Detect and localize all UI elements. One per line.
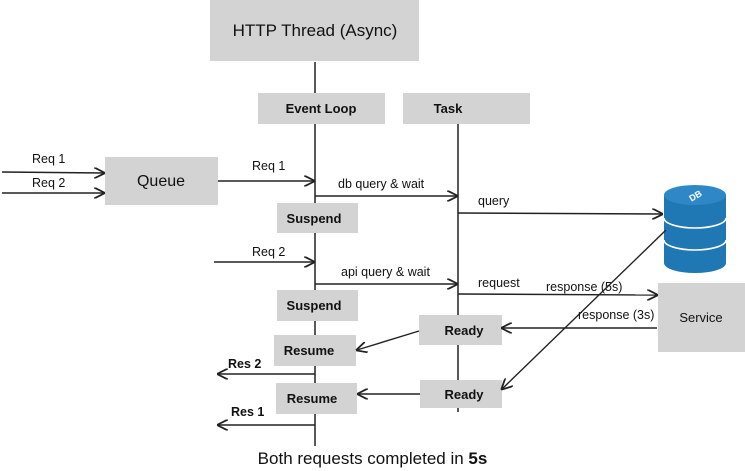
response-3s-arrow: [502, 229, 667, 389]
footer-caption: Both requests completed in 5s: [0, 449, 745, 469]
service-box: [658, 283, 745, 352]
ready-label-2: Ready: [444, 387, 484, 402]
footer-highlight: 5s: [468, 449, 488, 468]
resume-box-1: [274, 335, 356, 366]
suspend-label-2: Suspend: [287, 298, 342, 313]
resume-box-2: [276, 383, 357, 414]
http-thread-label: HTTP Thread (Async): [233, 21, 398, 40]
request-label: request: [478, 276, 520, 290]
suspend-label-1: Suspend: [287, 211, 342, 226]
queue-box: [105, 157, 218, 205]
db-query-label: db query & wait: [338, 177, 425, 191]
req1-out-label: Req 1: [252, 159, 285, 173]
suspend-box-2: [277, 290, 358, 321]
task-label: Task: [434, 101, 463, 116]
ready-label-1: Ready: [444, 323, 484, 338]
req2-in-label: Req 2: [32, 176, 65, 190]
resume-label-1: Resume: [284, 343, 335, 358]
req1-in-arrow: [1, 172, 104, 173]
queue-label: Queue: [137, 173, 185, 190]
db-cylinder-icon: DB: [663, 185, 727, 273]
suspend-box-1: [277, 203, 358, 233]
response-5s-label: response (5s): [546, 280, 622, 294]
res2-label: Res 2: [228, 357, 261, 371]
service-label: Service: [679, 310, 722, 325]
ready1-to-resume-arrow: [357, 330, 420, 350]
event-loop-box: [258, 93, 385, 124]
event-loop-label: Event Loop: [286, 101, 357, 116]
req2-out-label: Req 2: [252, 245, 285, 259]
query-arrow: [457, 213, 662, 214]
task-box: [403, 93, 530, 124]
req1-in-label: Req 1: [32, 152, 65, 166]
res1-label: Res 1: [231, 405, 264, 419]
response-3s-label: response (3s): [578, 308, 654, 322]
footer-text: Both requests completed in: [257, 449, 469, 468]
ready-box-1: [419, 315, 502, 345]
query-label: query: [478, 194, 510, 208]
http-thread-box: [210, 0, 419, 61]
request-arrow: [457, 294, 657, 295]
api-query-label: api query & wait: [341, 265, 430, 279]
resume-label-2: Resume: [287, 391, 338, 406]
ready-box-2: [420, 380, 502, 408]
